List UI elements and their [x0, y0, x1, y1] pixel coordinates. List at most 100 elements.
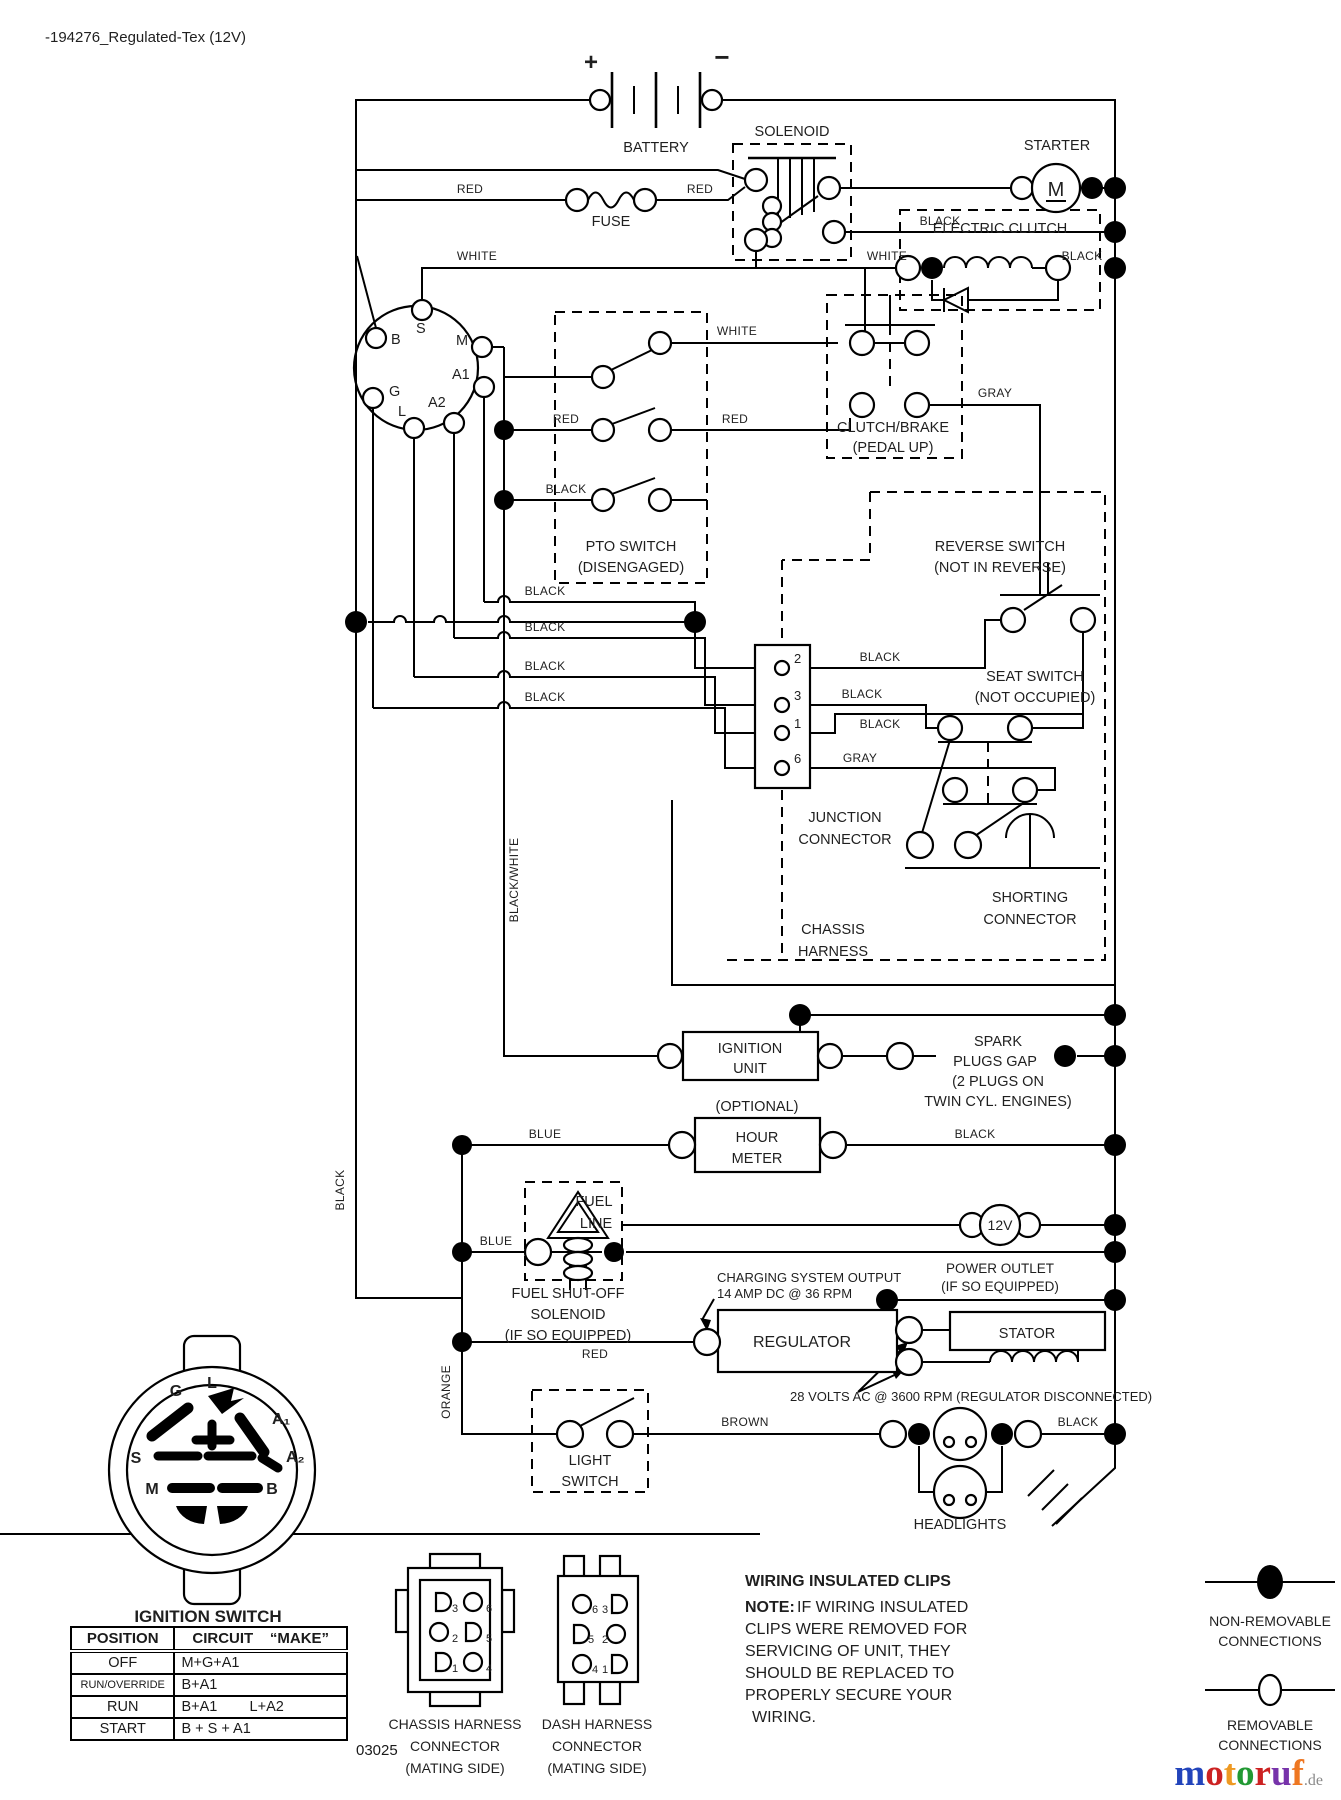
wire-black-7: BLACK: [525, 690, 566, 704]
page-title: -194276_Regulated-Tex (12V): [45, 29, 246, 46]
chassis-harness-label-1: CHASSIS: [801, 922, 865, 938]
key-a1: A₁: [272, 1411, 291, 1428]
junction-pin-6: 6: [794, 751, 801, 766]
solenoid-label: SOLENOID: [755, 124, 830, 140]
fuel-line-label-2: LINE: [580, 1216, 613, 1232]
junction-pin-3: 3: [794, 688, 801, 703]
wire-red-5: RED: [582, 1347, 608, 1361]
chassis-connector-label-1: CHASSIS HARNESS: [388, 1716, 521, 1732]
spark-label-2: PLUGS GAP: [953, 1054, 1037, 1070]
junction-label-1: JUNCTION: [808, 810, 881, 826]
pos-runoverride: RUN/OVERRIDE: [69, 1673, 176, 1697]
shorting-label-2: CONNECTOR: [983, 912, 1076, 928]
spark-label-4: TWIN CYL. ENGINES): [924, 1094, 1071, 1110]
wire-black-8: BLACK: [860, 650, 901, 664]
wire-black-9: BLACK: [842, 687, 883, 701]
non-removable-label-1: NON-REMOVABLE: [1209, 1613, 1331, 1629]
pos-run: RUN: [69, 1695, 176, 1719]
dash-pin-1: 1: [602, 1664, 608, 1676]
ignition-switch-title: IGNITION SWITCH: [134, 1607, 281, 1626]
solenoid-box: [732, 143, 852, 261]
wire-black-12: BLACK: [1058, 1415, 1099, 1429]
starter-label: STARTER: [1024, 138, 1090, 154]
key-g: G: [170, 1383, 182, 1400]
headlight-1: [932, 1406, 988, 1462]
electric-clutch-label: ELECTRIC CLUTCH: [933, 221, 1068, 237]
wire-white-2: WHITE: [867, 249, 907, 263]
diagram-code: 03025: [356, 1742, 398, 1759]
junction-label-2: CONNECTOR: [798, 832, 891, 848]
junction-pin-2: 2: [794, 651, 801, 666]
dash-pin-2: 2: [602, 1634, 608, 1646]
power-outlet-label-1: POWER OUTLET: [946, 1261, 1054, 1276]
wire-black-5: BLACK: [525, 620, 566, 634]
light-switch-box: [531, 1389, 649, 1493]
wire-red-2: RED: [687, 182, 713, 196]
battery-label: BATTERY: [623, 140, 689, 156]
wire-red-3: RED: [553, 412, 579, 426]
key-s: S: [131, 1450, 142, 1467]
stator-box: [948, 1310, 1107, 1352]
wire-black-2: BLACK: [1062, 249, 1103, 263]
non-removable-symbol: [1257, 1565, 1283, 1599]
clutch-brake-label-2: (PEDAL UP): [853, 440, 934, 456]
wire-blue-2: BLUE: [480, 1234, 513, 1248]
wire-brown: BROWN: [721, 1415, 769, 1429]
battery-plus: +: [584, 49, 598, 76]
dash-pin-6: 6: [592, 1604, 598, 1616]
logo-letter: r: [1254, 1753, 1271, 1794]
dash-pin-5: 5: [588, 1634, 594, 1646]
wires: [355, 72, 1116, 1527]
logo-letter: o: [1205, 1753, 1224, 1794]
wire-white-1: WHITE: [457, 249, 497, 263]
headlight-2: [932, 1464, 988, 1520]
wire-red-1: RED: [457, 182, 483, 196]
non-removable-label-2: CONNECTIONS: [1218, 1633, 1321, 1649]
pto-label-2: (DISENGAGED): [578, 560, 684, 576]
pto-label-1: PTO SWITCH: [586, 539, 677, 555]
seat-label-2: (NOT OCCUPIED): [975, 690, 1096, 706]
circ-runoverride: B+A1: [173, 1673, 348, 1697]
ignition-switch-drawing: G L A₁ A₂ S M B IGNITION SWITCH: [107, 1334, 317, 1626]
power-outlet-label-2: (IF SO EQUIPPED): [941, 1279, 1059, 1294]
chassis-harness-boundary: [720, 491, 1106, 961]
chassis-pin-6: 6: [486, 1603, 492, 1615]
key-l: L: [207, 1375, 217, 1392]
battery-minus: −: [714, 42, 729, 72]
wire-orange: ORANGE: [439, 1365, 453, 1419]
note-title: WIRING INSULATED CLIPS: [745, 1573, 951, 1590]
key-m: M: [145, 1481, 158, 1498]
hour-meter-label-2: METER: [732, 1151, 783, 1167]
chassis-pin-4: 4: [486, 1663, 492, 1675]
removable-label-1: REMOVABLE: [1227, 1717, 1313, 1733]
dash-connector-label-3: (MATING SIDE): [547, 1760, 646, 1776]
fuel-shutoff-label-1: FUEL SHUT-OFF: [511, 1286, 624, 1302]
pos-start: START: [69, 1717, 176, 1741]
circ-start: B + S + A1: [173, 1717, 348, 1741]
chassis-connector-label-3: (MATING SIDE): [405, 1760, 504, 1776]
regulator-label: REGULATOR: [753, 1334, 851, 1351]
ignition-unit-label-1: IGNITION: [718, 1041, 782, 1057]
logo-letter: t: [1223, 1753, 1237, 1794]
wire-red-4: RED: [722, 412, 748, 426]
note-line-1: IF WIRING INSULATED: [797, 1599, 968, 1616]
power-outlet-12v-label: 12V: [988, 1217, 1014, 1233]
wire-gray-1: GRAY: [978, 386, 1012, 400]
shorting-label-1: SHORTING: [992, 890, 1068, 906]
wire-white-3: WHITE: [717, 324, 757, 338]
clutch-brake-box: [826, 294, 963, 459]
reverse-label-2: (NOT IN REVERSE): [934, 560, 1066, 576]
reverse-label-1: REVERSE SWITCH: [935, 539, 1066, 555]
note-line-3: SERVICING OF UNIT, THEY: [745, 1643, 951, 1660]
junction-pin-1: 1: [794, 716, 801, 731]
wire-black-bus: BLACK: [333, 1170, 347, 1211]
note-line-5: PROPERLY SECURE YOUR: [745, 1687, 952, 1704]
logo-letter: o: [1236, 1753, 1255, 1794]
wire-black-11: BLACK: [955, 1127, 996, 1141]
logo-letter: u: [1270, 1753, 1292, 1794]
terminals: [352, 88, 1097, 1520]
fuel-line-label-1: FUEL: [575, 1194, 612, 1210]
note-line-2: CLIPS WERE REMOVED FOR: [745, 1621, 967, 1638]
headlights-label: HEADLIGHTS: [914, 1517, 1007, 1533]
